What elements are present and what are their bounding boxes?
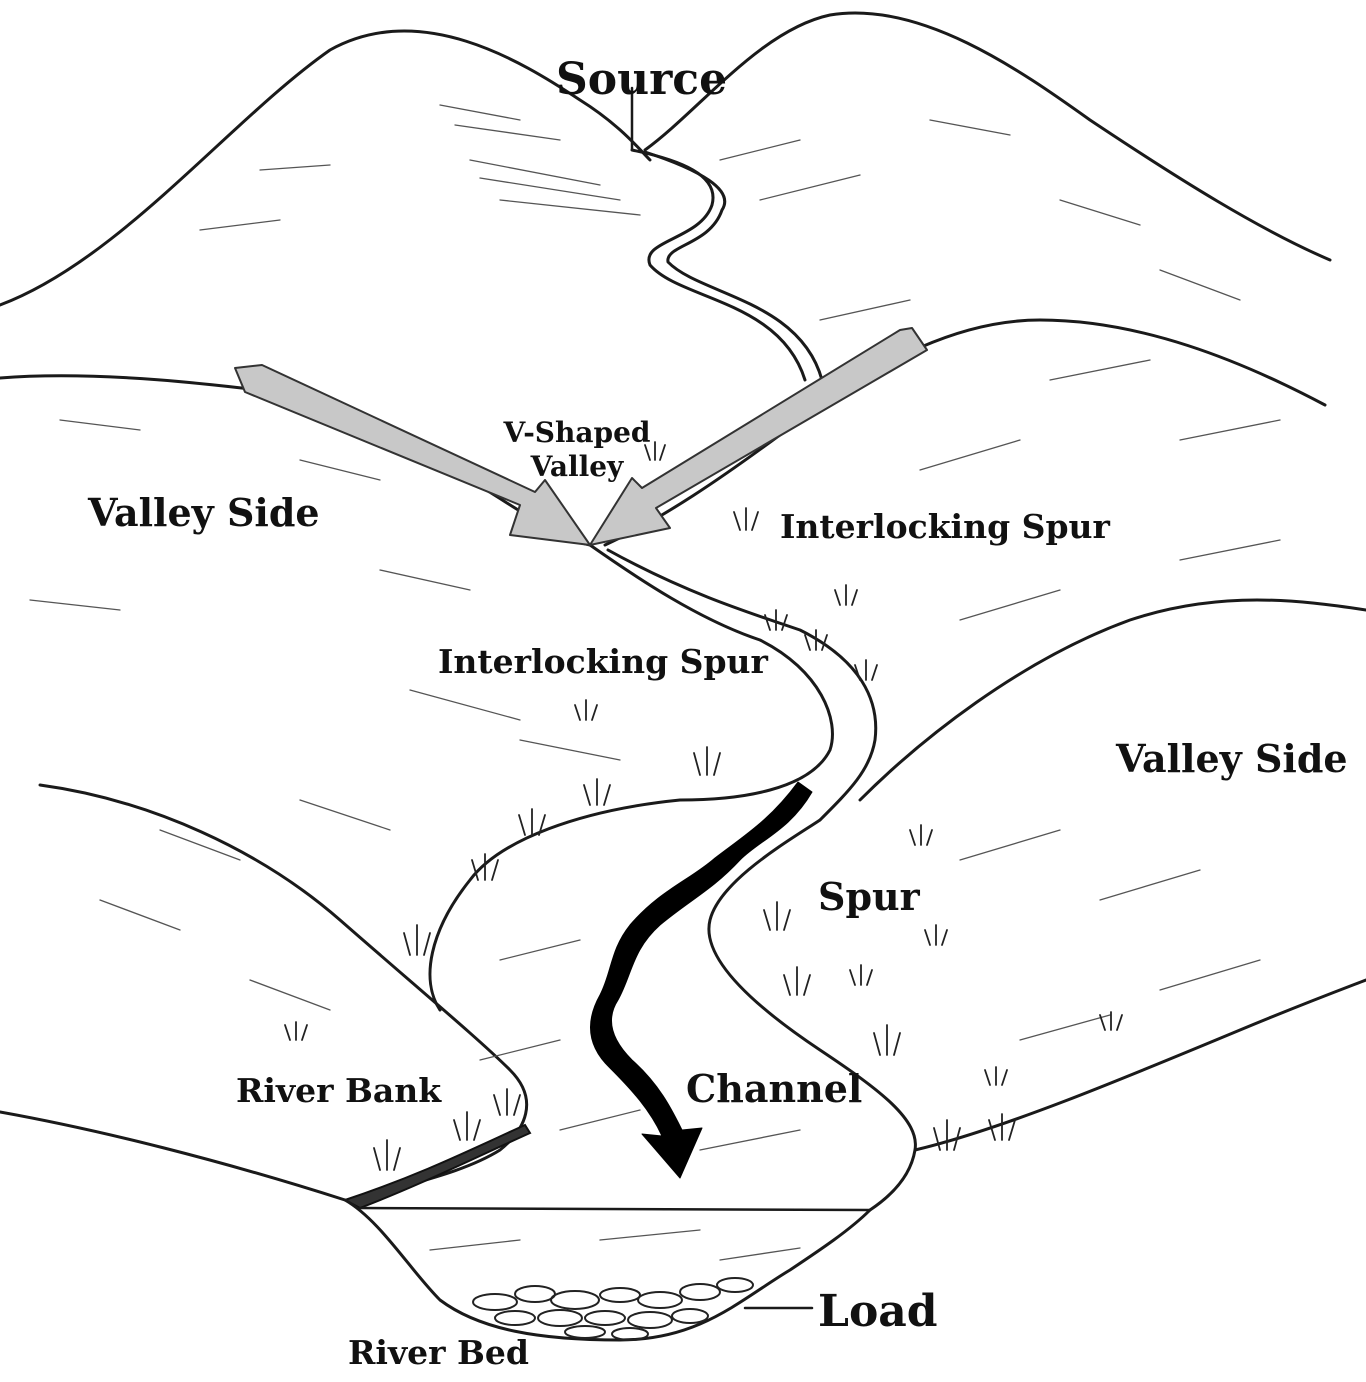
water-surface — [358, 1206, 872, 1212]
grass-tufts — [284, 441, 1123, 1171]
label-spur: Spur — [818, 874, 920, 919]
far-right-hill — [858, 598, 1366, 802]
upper-channel-right — [606, 548, 878, 822]
middle-hill-right — [603, 318, 1327, 547]
label-load: Load — [818, 1286, 938, 1337]
label-v-shaped-valley: V-Shaped Valley — [503, 416, 651, 484]
label-river-bed: River Bed — [348, 1333, 529, 1372]
lower-hill-left — [38, 783, 529, 1202]
far-hill-left — [0, 29, 652, 307]
gray-arrow-right — [589, 327, 928, 546]
source-stream-outer — [630, 148, 807, 382]
left-bank-base — [0, 1110, 347, 1202]
far-hill-right — [643, 11, 1332, 262]
lower-hill-right — [707, 818, 917, 1212]
flow-direction-arrow — [590, 781, 813, 1179]
label-interlocking-spur-center: Interlocking Spur — [438, 642, 768, 681]
river-bed-section — [343, 1198, 872, 1342]
terrain-hatching — [29, 104, 1281, 1261]
source-stream-inner — [643, 150, 824, 382]
label-river-bank: River Bank — [236, 1071, 442, 1110]
river-bank-strip — [342, 1123, 532, 1210]
v-valley-arrows — [234, 327, 928, 546]
label-interlocking-spur-right: Interlocking Spur — [780, 507, 1110, 546]
label-valley-side-right: Valley Side — [1116, 736, 1348, 781]
load-pebbles — [472, 1277, 754, 1341]
upper-channel-left — [428, 543, 834, 1012]
right-valley-side-base — [913, 978, 1366, 1152]
label-valley-side-left: Valley Side — [88, 490, 320, 535]
label-channel: Channel — [686, 1066, 863, 1111]
label-source: Source — [556, 54, 728, 105]
